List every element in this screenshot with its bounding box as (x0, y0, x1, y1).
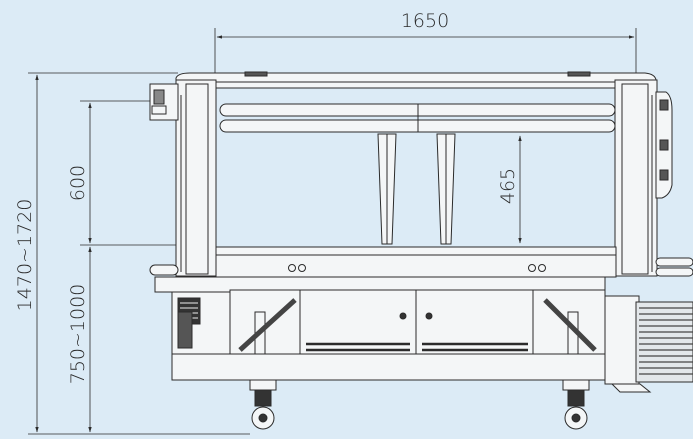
right-pillar (614, 79, 658, 277)
caster-right (562, 379, 590, 430)
arch-height-label: 600 (67, 165, 89, 201)
base-cabinet (154, 276, 606, 381)
strap-reel (604, 295, 693, 393)
casters (249, 379, 590, 430)
inner-clearance-label: 465 (497, 168, 519, 204)
left-leg-frame (229, 289, 303, 355)
arch-frame (149, 71, 673, 277)
right-roller-rail-bottom (655, 267, 693, 277)
table-surface (215, 246, 617, 256)
reel-strap-windings (639, 307, 693, 375)
table-height-label: 750~1000 (67, 284, 89, 385)
left-roller-rail (149, 264, 179, 276)
door-lock-right (425, 312, 433, 320)
overall-height-label: 1470~1720 (14, 199, 36, 312)
table-lower-frame (215, 254, 617, 278)
overall-width-label: 1650 (401, 10, 449, 32)
cabinet-base (171, 353, 606, 381)
strap-guides (149, 103, 693, 278)
top-bracket-right (567, 71, 591, 77)
right-roller-rail-top (655, 257, 693, 267)
dimension-lines (28, 28, 637, 435)
power-switch (177, 311, 193, 349)
reel-bracket (604, 295, 640, 385)
door-lock-left (399, 312, 407, 320)
top-bracket-left (244, 71, 268, 77)
caster-left (249, 379, 277, 430)
left-pillar (175, 79, 217, 277)
reel-drum (635, 301, 693, 383)
